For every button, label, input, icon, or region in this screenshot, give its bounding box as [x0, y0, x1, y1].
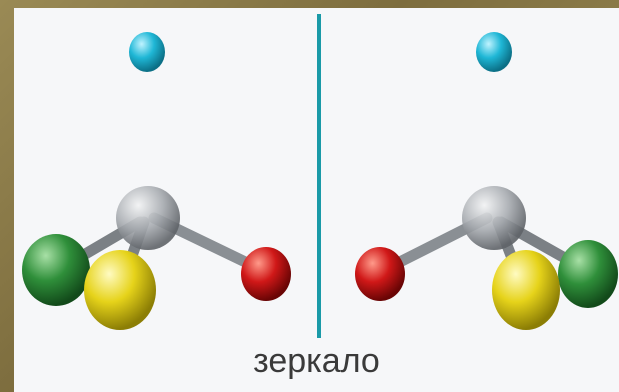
right-carbon-atom: [462, 186, 526, 250]
right-green-atom: [558, 240, 618, 308]
right-yellow-atom: [492, 250, 560, 330]
left-yellow-atom: [84, 250, 156, 330]
left-green-atom: [22, 234, 90, 306]
left-cyan-atom: [129, 32, 165, 72]
left-carbon-atom: [116, 186, 180, 250]
diagram-canvas: зеркало: [14, 8, 619, 392]
left-red-atom: [241, 247, 291, 301]
mirror-caption: зеркало: [253, 342, 380, 380]
left-enantiomer: [22, 32, 291, 330]
enantiomer-diagram: [22, 14, 618, 338]
right-red-atom: [355, 247, 405, 301]
right-enantiomer: [355, 32, 618, 330]
right-cyan-atom: [476, 32, 512, 72]
